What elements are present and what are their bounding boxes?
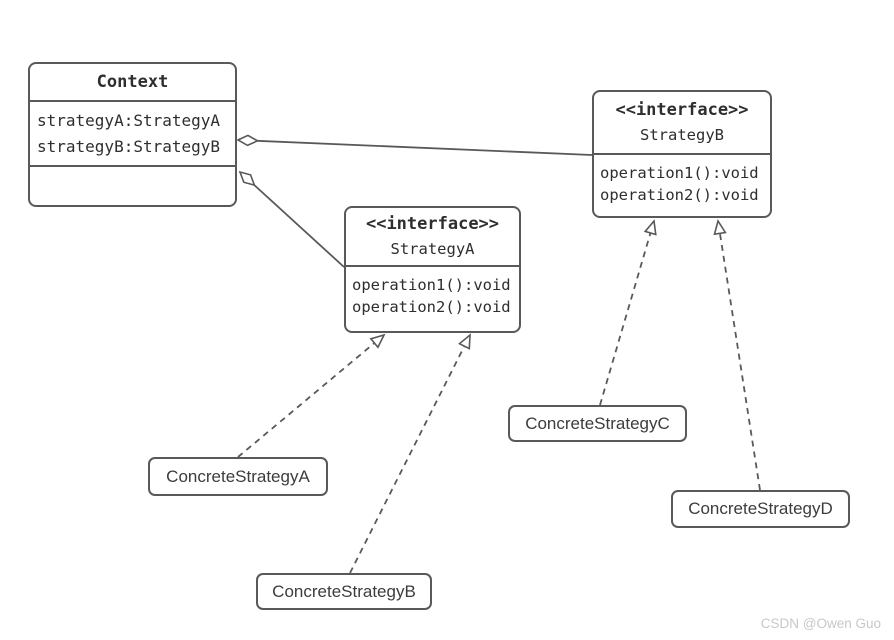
class-title: Context — [30, 64, 235, 102]
stereotype-label: <<interface>> — [365, 214, 500, 234]
stereotype-label: <<interface>> — [615, 100, 749, 120]
interface-header: <<interface>> StrategyB — [594, 92, 770, 155]
class-node-strategyb: <<interface>> StrategyB operation1():voi… — [592, 90, 772, 218]
aggregation-link-context-strategyb — [238, 140, 593, 156]
class-node-context: Context strategyA:StrategyA strategyB:St… — [28, 62, 237, 207]
realization-link-concretea-strategya — [237, 333, 386, 458]
operation1: operation1():void — [352, 276, 511, 294]
realization-link-concretec-strategyb — [599, 219, 657, 406]
interface-header: <<interface>> StrategyA — [346, 208, 519, 267]
interface-name: StrategyB — [640, 126, 724, 144]
class-node-concretestrategyb: ConcreteStrategyB — [256, 573, 432, 610]
operations-compartment: operation1():void operation2():void — [346, 267, 519, 318]
class-node-strategya: <<interface>> StrategyA operation1():voi… — [344, 206, 521, 333]
csdn-watermark: CSDN @Owen Guo — [760, 616, 881, 631]
class-node-concretestrategyd: ConcreteStrategyD — [671, 490, 850, 528]
class-node-concretestrategya: ConcreteStrategyA — [148, 457, 328, 496]
interface-name: StrategyA — [390, 240, 475, 258]
attribute-strategya: strategyA:StrategyA — [37, 111, 221, 130]
operation2: operation2():void — [352, 298, 511, 316]
operation1: operation1():void — [600, 164, 759, 182]
realization-link-concreteb-strategya — [349, 333, 471, 574]
empty-operations-compartment — [30, 167, 235, 205]
class-node-concretestrategyc: ConcreteStrategyC — [508, 405, 687, 442]
realization-link-concreted-strategyb — [713, 219, 761, 491]
operations-compartment: operation1():void operation2():void — [594, 155, 770, 206]
operation2: operation2():void — [600, 186, 759, 204]
attribute-strategyb: strategyB:StrategyB — [37, 137, 221, 156]
aggregation-link-context-strategya — [240, 172, 345, 268]
attributes-compartment: strategyA:StrategyA strategyB:StrategyB — [30, 102, 235, 167]
